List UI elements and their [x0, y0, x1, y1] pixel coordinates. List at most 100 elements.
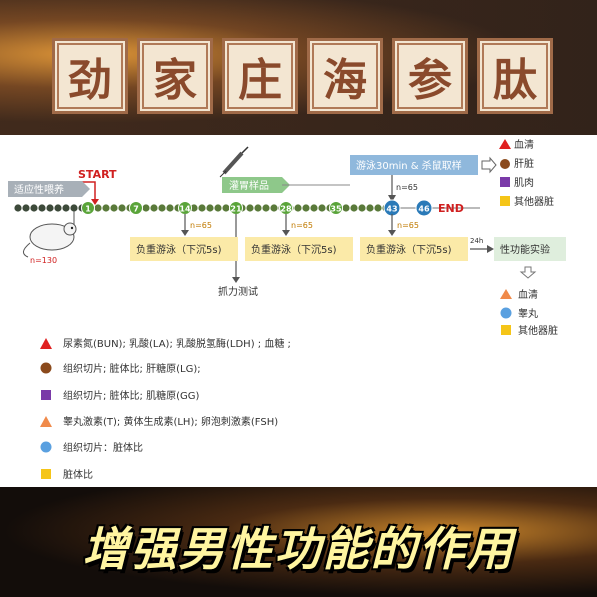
legend-top-muscle: 肌肉 [514, 176, 534, 189]
load-swim-box-3 [360, 237, 468, 261]
square-yellow-icon [500, 196, 510, 206]
arrowhead-24h [487, 245, 494, 253]
timeline-bead [46, 204, 54, 212]
timeline-day-label: 35 [330, 205, 342, 214]
arrow-right-icon [481, 156, 497, 174]
n65-d43: n=65 [397, 221, 419, 230]
square-purple-icon [500, 177, 510, 187]
square-purple-icon [41, 390, 51, 400]
gavage-label: 灌胃样品 [229, 179, 269, 192]
end-label: END [438, 202, 464, 215]
circle-blue-icon [40, 441, 52, 453]
load-swim-label-3: 负重游泳（下沉5s) [366, 243, 452, 256]
bottom-banner [0, 487, 597, 597]
timeline-bead [30, 204, 38, 212]
timeline-bead [374, 204, 382, 212]
timeline-day-label: 14 [179, 205, 191, 214]
timeline-bead [366, 204, 374, 212]
legend-top-other: 其他器脏 [514, 195, 554, 208]
timeline-bead [270, 204, 278, 212]
n130-label: n=130 [30, 256, 57, 265]
note-serum: 尿素氮(BUN); 乳酸(LA); 乳酸脱氢酶(LDH) ; 血糖 ; [63, 337, 291, 350]
circle-blue-icon [500, 307, 512, 319]
title-char-box: 庄 [222, 38, 298, 114]
timeline-day-label: 7 [133, 205, 139, 214]
timeline-day-node [415, 199, 433, 217]
title-char-box: 参 [392, 38, 468, 114]
syringe-icon [219, 146, 249, 178]
legend-top-serum: 血清 [514, 138, 534, 151]
arrowhead-d14 [181, 230, 189, 236]
timeline-bead [198, 204, 206, 212]
timeline-bead [38, 204, 46, 212]
triangle-orange-icon [40, 416, 52, 427]
note-testis: 组织切片：脏体比 [63, 441, 143, 454]
arrow-down-icon [519, 266, 537, 279]
timeline-bead [150, 204, 158, 212]
timeline-day-label: 43 [386, 205, 397, 214]
label-24h: 24h [470, 237, 483, 245]
square-yellow-icon [41, 469, 51, 479]
n65-d14: n=65 [190, 221, 212, 230]
timeline-bead [102, 204, 110, 212]
timeline-bead [54, 204, 62, 212]
timeline-bead [62, 204, 70, 212]
timeline-bead [166, 204, 174, 212]
timeline-day-node [129, 201, 143, 215]
brand-title: 劲 家 庄 海 参 肽 [52, 38, 553, 114]
timeline-bead [14, 204, 22, 212]
timeline-bead [358, 204, 366, 212]
load-swim-box-2 [245, 237, 353, 261]
square-yellow-icon [501, 325, 511, 335]
legend-sex-serum: 血清 [518, 288, 538, 301]
triangle-red-icon [40, 338, 52, 349]
timeline-day-label: 28 [280, 205, 292, 214]
timeline-day-label: 21 [230, 205, 242, 214]
title-char-box: 家 [137, 38, 213, 114]
n65-d28: n=65 [291, 221, 313, 230]
timeline-bead [262, 204, 270, 212]
timeline-bead [118, 204, 126, 212]
note-hormones: 睾丸激素(T); 黄体生成素(LH); 卵泡刺激素(FSH) [63, 415, 278, 428]
timeline-bead [190, 204, 198, 212]
slogan-text: 增强男性功能的作用 [82, 522, 515, 576]
adapt-feeding-arrow [8, 181, 90, 197]
timeline-bead [214, 204, 222, 212]
timeline-bead [94, 204, 102, 212]
timeline-bead [110, 204, 118, 212]
adapt-feeding-label: 适应性喂养 [14, 183, 64, 196]
timeline-bead [70, 204, 78, 212]
swim-arrowhead [388, 195, 396, 202]
title-char-box: 肽 [477, 38, 553, 114]
triangle-orange-icon [500, 289, 512, 299]
experiment-diagram-panel: START 适应性喂养 灌胃样品 游泳30min & 杀鼠取样 n=65 1 7 1… [0, 135, 597, 487]
load-swim-box-1 [130, 237, 238, 261]
arrowhead-d28 [282, 230, 290, 236]
start-label: START [78, 168, 117, 181]
legend-top-liver: 肝脏 [514, 157, 534, 170]
note-organ-ratio: 脏体比 [63, 468, 93, 481]
timeline-bead [142, 204, 150, 212]
note-liver: 组织切片; 脏体比; 肝糖原(LG); [63, 362, 201, 375]
swim-sample-box [350, 155, 478, 175]
triangle-red-icon [499, 139, 511, 149]
n65-top: n=65 [396, 183, 418, 192]
timeline-bead [22, 204, 30, 212]
timeline-day-label: 1 [85, 205, 91, 214]
legend-sex-testis: 睾丸 [518, 307, 538, 320]
swim-sample-label: 游泳30min & 杀鼠取样 [356, 159, 462, 172]
timeline-bead [318, 204, 326, 212]
timeline-bead [222, 204, 230, 212]
timeline-bead [350, 204, 358, 212]
timeline-bead [158, 204, 166, 212]
sex-function-label: 性功能实验 [500, 243, 550, 256]
arrowhead-d43 [388, 230, 396, 236]
experiment-diagram: START 适应性喂养 灌胃样品 游泳30min & 杀鼠取样 n=65 1 7 1… [8, 138, 566, 481]
grip-test-label: 抓力测试 [218, 285, 258, 298]
load-swim-label-1: 负重游泳（下沉5s) [136, 243, 222, 256]
timeline-bead [294, 204, 302, 212]
timeline-bead [342, 204, 350, 212]
timeline-day-node [329, 201, 343, 215]
timeline-bead [302, 204, 310, 212]
title-char-box: 海 [307, 38, 383, 114]
